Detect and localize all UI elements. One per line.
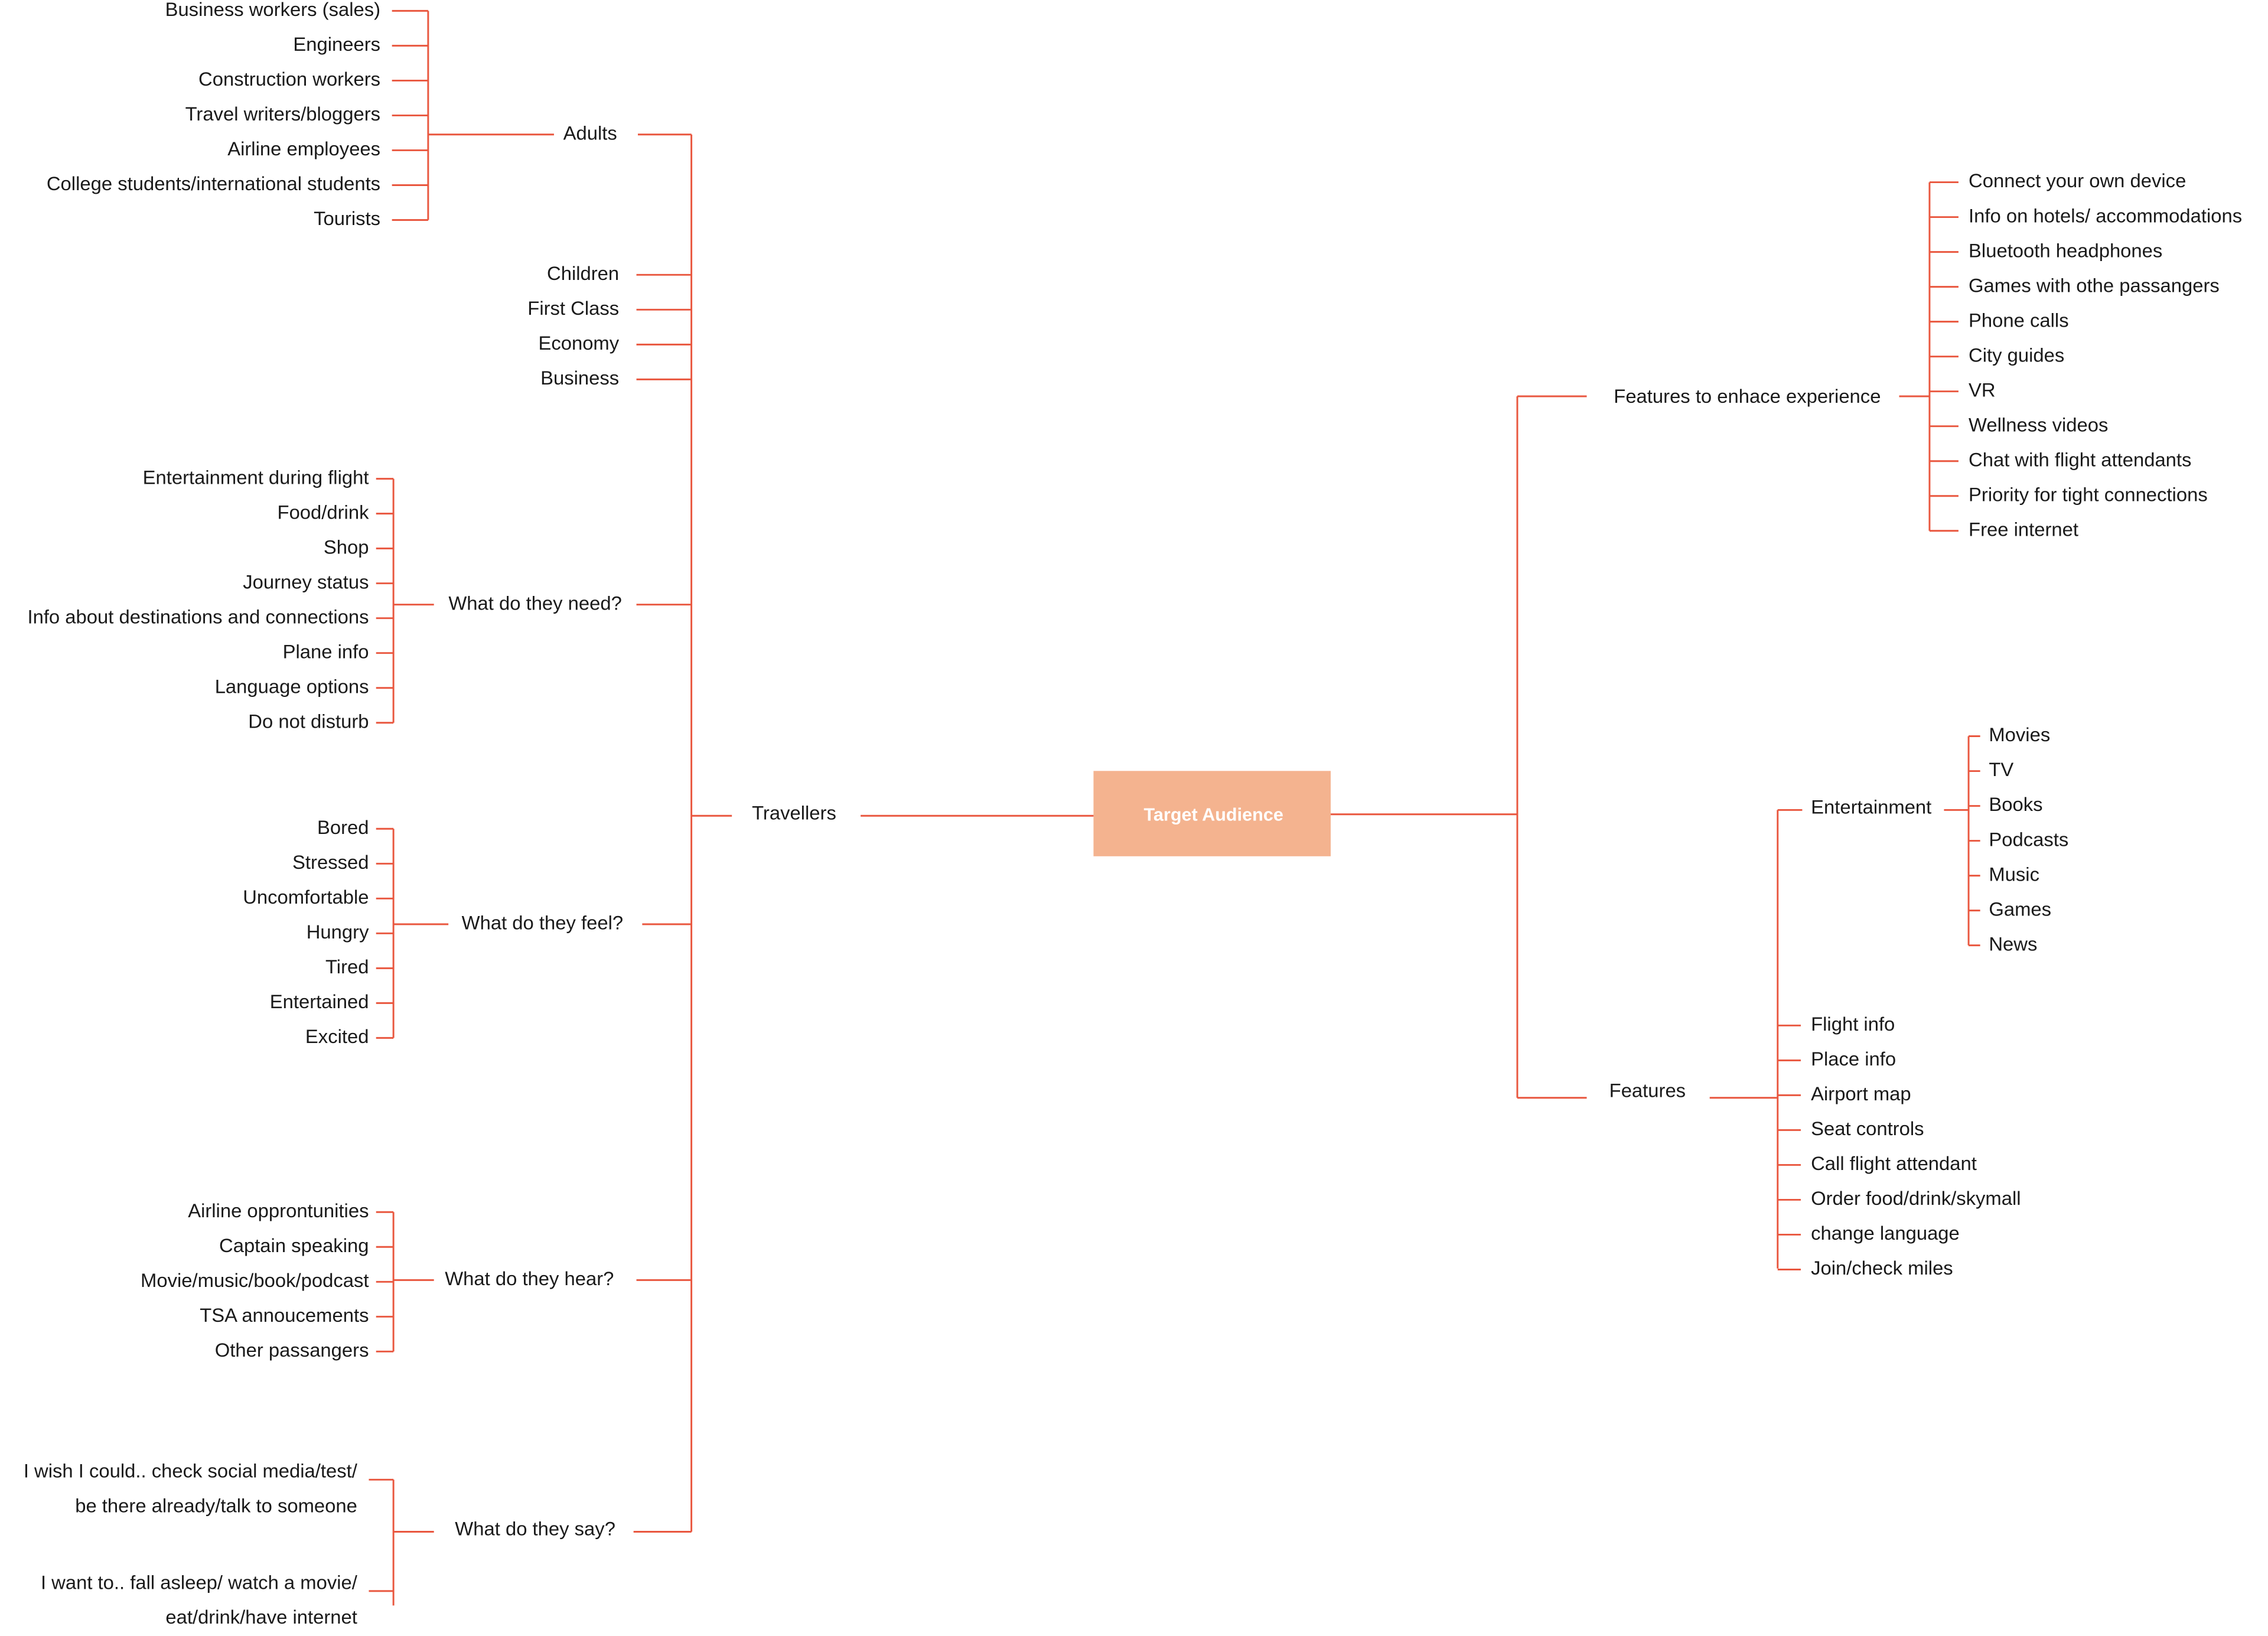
adults-item-construction-workers: Construction workers	[198, 68, 380, 90]
feel-item-stressed: Stressed	[292, 851, 369, 873]
adults-item-engineers: Engineers	[293, 33, 380, 55]
feature-item-place-info: Place info	[1811, 1048, 1896, 1070]
enhance-item-chat-with-flight-attendants: Chat with flight attendants	[1969, 448, 2191, 470]
segment-business: Business	[540, 367, 619, 389]
root-node-label: Target Audience	[1143, 804, 1283, 824]
adults-item-travel-writers-bloggers: Travel writers/bloggers	[185, 103, 381, 125]
feature-item-flight-info: Flight info	[1811, 1013, 1895, 1035]
entertainment-item-music: Music	[1989, 863, 2039, 885]
entertainment-label: Entertainment	[1811, 796, 1931, 818]
entertainment-item-games: Games	[1989, 898, 2051, 920]
enhance-item-connect-your-own-device: Connect your own device	[1969, 170, 2186, 191]
need-item-shop: Shop	[324, 536, 369, 558]
hear-item-airline-opprontunities: Airline opprontunities	[188, 1200, 369, 1221]
feature-item-seat-controls: Seat controls	[1811, 1117, 1924, 1139]
adults-item-tourists: Tourists	[314, 207, 380, 229]
feature-item-change-language: change language	[1811, 1222, 1960, 1244]
segment-first-class: First Class	[527, 297, 619, 319]
features-label: Features	[1609, 1080, 1686, 1101]
hear-item-other-passangers: Other passangers	[215, 1339, 369, 1361]
adults-item-college-students-international-students: College students/international students	[47, 172, 380, 194]
enhance-item-free-internet: Free internet	[1969, 518, 2078, 540]
adults-label: Adults	[563, 122, 617, 144]
enhance-item-wellness-videos: Wellness videos	[1969, 413, 2108, 435]
feature-item-order-food-drink-skymall: Order food/drink/skymall	[1811, 1187, 2021, 1209]
enhance-item-bluetooth-headphones: Bluetooth headphones	[1969, 239, 2162, 261]
need-item-plane-info: Plane info	[283, 640, 369, 662]
segment-economy: Economy	[538, 332, 619, 354]
feature-item-airport-map: Airport map	[1811, 1083, 1911, 1104]
hear-label: What do they hear?	[445, 1267, 614, 1289]
need-item-journey-status: Journey status	[243, 571, 369, 592]
travellers-label: Travellers	[752, 801, 836, 823]
segment-children: Children	[547, 262, 619, 284]
adults-item-business-workers-sales: Business workers (sales)	[165, 0, 381, 20]
adults-item-airline-employees: Airline employees	[227, 138, 380, 159]
enhance-item-vr: VR	[1969, 379, 1996, 400]
enhance-item-info-on-hotels-accommodations: Info on hotels/ accommodations	[1969, 204, 2242, 226]
say-item-1-line1: I want to.. fall asleep/ watch a movie/	[41, 1571, 358, 1593]
feel-item-tired: Tired	[325, 956, 369, 977]
say-item-0-line1: I wish I could.. check social media/test…	[24, 1460, 358, 1482]
need-label: What do they need?	[448, 592, 622, 614]
entertainment-item-books: Books	[1989, 793, 2042, 815]
hear-item-tsa-annoucements: TSA annoucements	[200, 1304, 369, 1326]
entertainment-item-tv: TV	[1989, 758, 2013, 780]
hear-item-movie-music-book-podcast: Movie/music/book/podcast	[141, 1269, 369, 1291]
feel-label: What do they feel?	[462, 912, 623, 934]
enhance-item-city-guides: City guides	[1969, 344, 2064, 366]
feel-item-uncomfortable: Uncomfortable	[243, 886, 369, 908]
root-node-box	[1093, 771, 1331, 856]
need-item-do-not-disturb: Do not disturb	[248, 710, 369, 732]
entertainment-item-movies: Movies	[1989, 724, 2050, 745]
feel-item-entertained: Entertained	[270, 990, 369, 1012]
need-item-food-drink: Food/drink	[278, 501, 370, 523]
feel-item-bored: Bored	[317, 816, 369, 838]
entertainment-item-news: News	[1989, 933, 2037, 954]
hear-item-captain-speaking: Captain speaking	[219, 1234, 369, 1256]
entertainment-item-podcasts: Podcasts	[1989, 828, 2068, 850]
enhance-item-phone-calls: Phone calls	[1969, 309, 2069, 331]
say-label: What do they say?	[455, 1518, 615, 1540]
enhance-label: Features to enhace experience	[1614, 385, 1881, 407]
need-item-entertainment-during-flight: Entertainment during flight	[143, 466, 369, 488]
need-item-language-options: Language options	[215, 675, 369, 697]
feel-item-hungry: Hungry	[307, 921, 369, 943]
feature-item-call-flight-attendant: Call flight attendant	[1811, 1152, 1977, 1174]
enhance-item-priority-for-tight-connections: Priority for tight connections	[1969, 483, 2208, 505]
say-item-0-line2: be there already/talk to someone	[75, 1495, 357, 1517]
feel-item-excited: Excited	[305, 1025, 369, 1047]
enhance-item-games-with-othe-passangers: Games with othe passangers	[1969, 274, 2220, 296]
feature-item-join-check-miles: Join/check miles	[1811, 1257, 1953, 1279]
say-item-1-line2: eat/drink/have internet	[165, 1606, 357, 1628]
need-item-info-about-destinations-and-connections: Info about destinations and connections	[27, 605, 369, 627]
